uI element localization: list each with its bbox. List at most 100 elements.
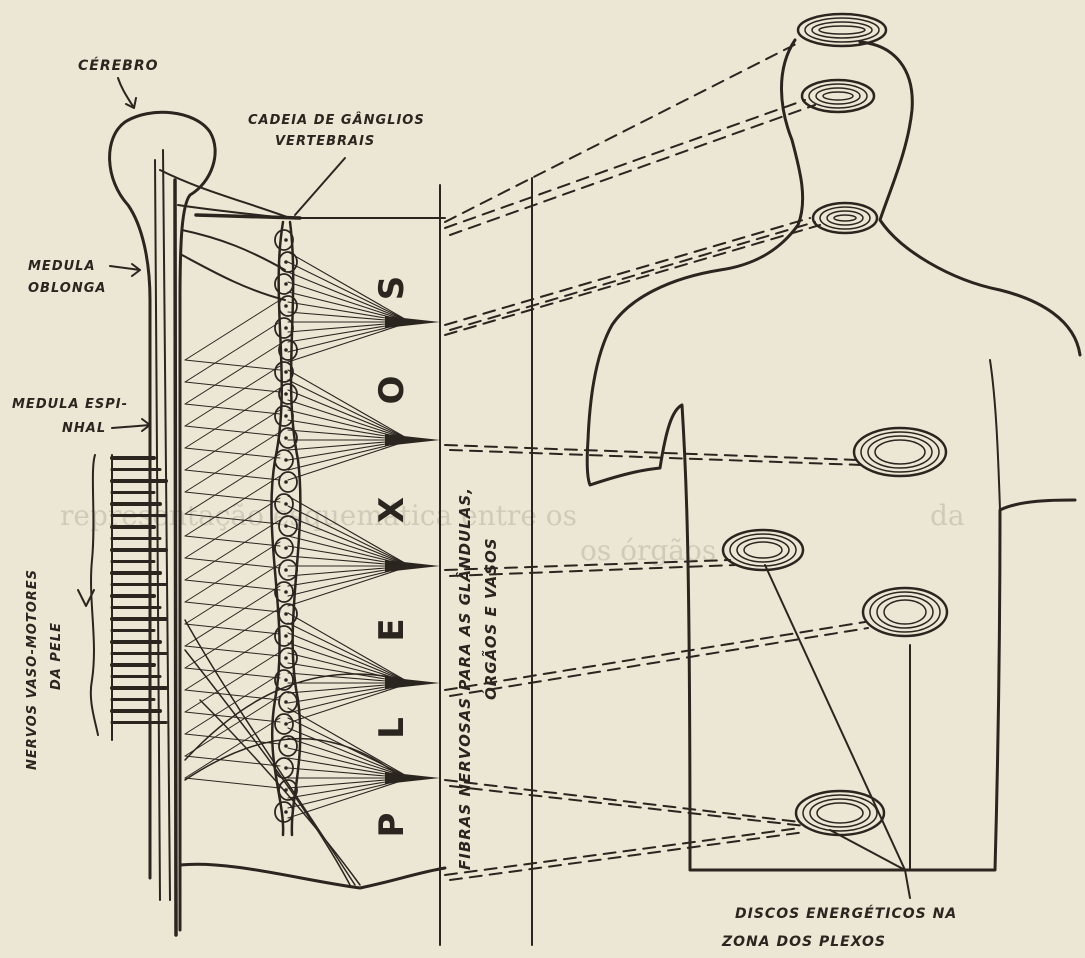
energy-discs (723, 14, 947, 835)
ganglion-bead (275, 802, 293, 822)
ganglion-dot (284, 634, 288, 638)
dashed-connection-16 (450, 832, 805, 880)
ramus-line (185, 470, 280, 480)
label-discos-line2: ZONA DOS PLEXOS (721, 934, 886, 950)
ramus-line (185, 360, 280, 370)
energy-disc-7-ring (817, 803, 863, 823)
ramus-line (185, 388, 280, 448)
plexus-fan-3-ray (288, 566, 410, 606)
label-nervos-line1: NERVOS VASO-MOTORES (25, 569, 40, 770)
ganglion-dot (284, 590, 288, 594)
energy-disc-5-ring (744, 542, 782, 558)
ganglion-dot (284, 502, 288, 506)
ganglion-bead (275, 714, 293, 734)
energy-disc-1-ring (812, 22, 872, 38)
label-nervos-line2: DA PELE (49, 622, 64, 690)
ramus-line (185, 624, 280, 634)
energy-disc-6-ring (870, 592, 940, 632)
ramus-line (185, 432, 280, 492)
torso-figure (587, 40, 1080, 898)
oblonga-arrow (110, 264, 140, 276)
ganglion-dot (284, 612, 288, 616)
ganglion-bead (275, 626, 293, 646)
ganglion-dot (284, 436, 288, 440)
plexus-fan-2-ray (288, 440, 410, 480)
ganglion-dot (284, 370, 288, 374)
ganglion-dot (284, 304, 288, 308)
ganglion-dot (284, 722, 288, 726)
plexos-letter-6: P (372, 813, 412, 838)
cross-nerve-2 (185, 650, 350, 885)
bottom-sweep (180, 864, 445, 888)
label-fibras-line2: ÓRGÃOS E VASOS (481, 537, 500, 700)
ganglion-dot (284, 238, 288, 242)
plexos-letter-5: L (372, 717, 412, 739)
ramus-line (185, 542, 280, 602)
ramus-line (185, 426, 280, 436)
ramus-line (185, 602, 280, 612)
ramus-line (185, 382, 280, 392)
label-medula-oblonga-line1: MEDULA (28, 259, 96, 274)
plexus-fan-5-ray (288, 738, 410, 778)
ganglion-dot (284, 766, 288, 770)
energy-disc-6 (863, 588, 947, 636)
ramus-line (185, 564, 280, 624)
bleed-through-text: representação esquemática entre os da os… (60, 499, 965, 567)
ganglion-dot (284, 744, 288, 748)
energy-disc-2 (802, 80, 874, 112)
ganglion-dot (284, 656, 288, 660)
label-cadeia-line2: VERTEBRAIS (275, 134, 375, 149)
ganglion-dot (284, 568, 288, 572)
ganglion-dot (284, 678, 288, 682)
ramus-line (185, 536, 280, 546)
dashed-connection-2 (445, 100, 805, 228)
label-medula-espinhal-line2: NHAL (62, 421, 106, 436)
plexus-4-node (385, 677, 440, 689)
ramus-line (185, 630, 280, 690)
plexus-2-node (385, 434, 440, 446)
ramus-line (185, 558, 280, 568)
plexos-letter-4: E (372, 618, 412, 641)
ramus-line (185, 580, 280, 590)
energy-disc-4-ring (861, 432, 939, 472)
energy-disc-4-ring (875, 440, 925, 464)
dashed-energy-connections (445, 42, 868, 880)
ramus-line (185, 366, 280, 426)
plexos-letter-2: O (372, 376, 412, 405)
dashed-connection-15 (445, 828, 800, 875)
ganglion-dot (284, 480, 288, 484)
ramus-line (185, 300, 280, 360)
dashed-connection-12 (450, 628, 868, 696)
energy-disc-4-ring (868, 436, 932, 468)
energy-disc-3-ring (834, 215, 856, 221)
dashed-connection-13 (445, 780, 800, 822)
armpit-line (990, 360, 1000, 510)
discos-pointer (905, 870, 910, 898)
ganglion-dot (284, 260, 288, 264)
ganglion-bead (275, 318, 293, 338)
ganglion-bead (275, 538, 293, 558)
ramus-line (185, 322, 280, 382)
ganglion-bead (275, 230, 293, 250)
ramus-line (185, 410, 280, 470)
energy-disc-5 (723, 530, 803, 570)
dashed-connection-14 (450, 786, 805, 826)
plexus-fan-1-ray (288, 322, 410, 362)
ramus-line (185, 344, 280, 404)
rami-connections (185, 300, 280, 788)
ganglion-bead (279, 560, 297, 580)
energy-disc-7 (796, 791, 884, 835)
cerebro-arrow (118, 78, 136, 108)
ramus-line (185, 674, 280, 734)
plexus-1-node (385, 316, 440, 328)
dashed-connection-5 (450, 222, 815, 330)
dashed-connection-6 (445, 225, 820, 335)
dashed-connection-3 (450, 105, 815, 235)
cadeia-pointer (295, 158, 345, 215)
ganglion-dot (284, 524, 288, 528)
ramus-line (185, 652, 280, 712)
plexus-5-node (385, 772, 440, 784)
label-cerebro: CÉREBRO (78, 57, 159, 74)
torso-outline (587, 40, 1075, 870)
